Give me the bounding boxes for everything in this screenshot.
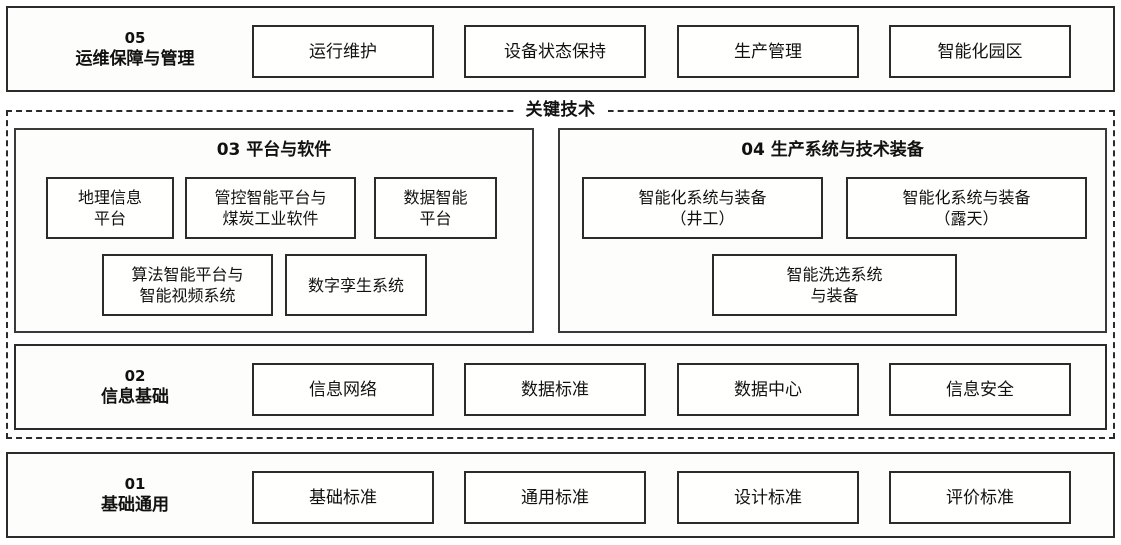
layer-number-02: 02	[124, 366, 146, 385]
cell-05-2[interactable]: 设备状态保持	[464, 25, 646, 78]
cell-01-1[interactable]: 基础标准	[252, 471, 434, 524]
layer-label-02: 02 信息基础	[30, 346, 240, 428]
group-box-04: 04 生产系统与技术装备 智能化系统与装备 （井工） 智能化系统与装备 （露天）…	[558, 128, 1107, 333]
cell-03-3[interactable]: 数据智能 平台	[374, 177, 497, 239]
layer-label-01: 01 基础通用	[30, 454, 240, 536]
cell-05-3[interactable]: 生产管理	[677, 25, 859, 78]
cell-04-1[interactable]: 智能化系统与装备 （井工）	[582, 177, 823, 239]
cell-03-2[interactable]: 管控智能平台与 煤炭工业软件	[185, 177, 356, 239]
cell-03-5[interactable]: 数字孪生系统	[285, 254, 427, 316]
layer-number-01: 01	[124, 474, 146, 493]
key-technology-zone: 关键技术	[6, 99, 1115, 439]
cell-01-4[interactable]: 评价标准	[889, 471, 1071, 524]
cell-01-3[interactable]: 设计标准	[677, 471, 859, 524]
cell-04-2[interactable]: 智能化系统与装备 （露天）	[846, 177, 1087, 239]
layer-name-01: 基础通用	[101, 494, 169, 515]
cell-05-1[interactable]: 运行维护	[252, 25, 434, 78]
layer-number-05: 05	[124, 28, 146, 47]
layer-row-05: 05 运维保障与管理 运行维护 设备状态保持 生产管理 智能化园区	[6, 6, 1115, 92]
layer-row-02: 02 信息基础 信息网络 数据标准 数据中心 信息安全	[14, 344, 1107, 430]
group-title-03: 03 平台与软件	[216, 140, 332, 160]
group-title-04: 04 生产系统与技术装备	[741, 140, 924, 160]
layer-row-01: 01 基础通用 基础标准 通用标准 设计标准 评价标准	[6, 452, 1115, 538]
cell-04-3[interactable]: 智能洗选系统 与装备	[712, 254, 957, 316]
group-box-03: 03 平台与软件 地理信息 平台 管控智能平台与 煤炭工业软件 数据智能 平台 …	[14, 128, 534, 333]
cell-05-4[interactable]: 智能化园区	[889, 25, 1071, 78]
layer-label-05: 05 运维保障与管理	[30, 8, 240, 90]
cell-03-4[interactable]: 算法智能平台与 智能视频系统	[102, 254, 273, 316]
cell-02-3[interactable]: 数据中心	[677, 363, 859, 416]
cell-02-1[interactable]: 信息网络	[252, 363, 434, 416]
layer-name-05: 运维保障与管理	[75, 48, 195, 69]
cell-03-1[interactable]: 地理信息 平台	[46, 177, 174, 239]
layer-name-02: 信息基础	[101, 386, 169, 407]
cell-01-2[interactable]: 通用标准	[464, 471, 646, 524]
key-technology-label: 关键技术	[513, 99, 608, 121]
cell-02-4[interactable]: 信息安全	[889, 363, 1071, 416]
cell-02-2[interactable]: 数据标准	[464, 363, 646, 416]
